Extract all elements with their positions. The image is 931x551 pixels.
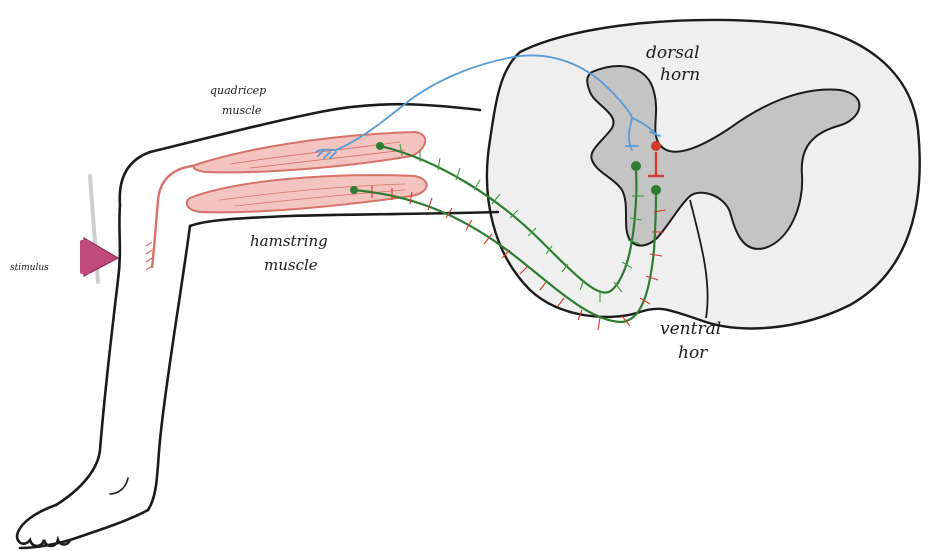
hamstring-label-line1: hamstring bbox=[250, 232, 328, 250]
hamstring-nmj-dot bbox=[350, 186, 358, 194]
hamstring-label-line2: muscle bbox=[264, 256, 318, 274]
toes bbox=[17, 505, 70, 546]
spinal-cord-cross-section bbox=[487, 20, 920, 329]
dorsal-horn-label-line2: horn bbox=[660, 65, 700, 85]
shin-back-edge bbox=[148, 226, 190, 510]
reflex-hammer-icon bbox=[80, 176, 118, 282]
patellar-tendon bbox=[152, 165, 205, 268]
foot bbox=[20, 510, 148, 548]
hamstring-motor-soma bbox=[651, 185, 661, 195]
quadricep-muscle bbox=[194, 132, 425, 172]
hamstring-muscle bbox=[187, 175, 427, 212]
thigh-bottom-edge bbox=[190, 212, 498, 226]
quadricep-motor-soma bbox=[631, 161, 641, 171]
quadricep-label-line2: muscle bbox=[222, 104, 262, 117]
ankle-mark bbox=[110, 478, 128, 494]
ventral-horn-label-line2: hor bbox=[678, 343, 708, 363]
quadricep-label-line1: quadricep bbox=[210, 84, 266, 97]
stimulus-label: stimulus bbox=[10, 263, 49, 273]
quadricep-nmj-dot bbox=[376, 142, 384, 150]
dorsal-horn-label-line1: dorsal bbox=[646, 43, 700, 63]
ventral-horn-label-line1: ventral bbox=[660, 319, 721, 339]
